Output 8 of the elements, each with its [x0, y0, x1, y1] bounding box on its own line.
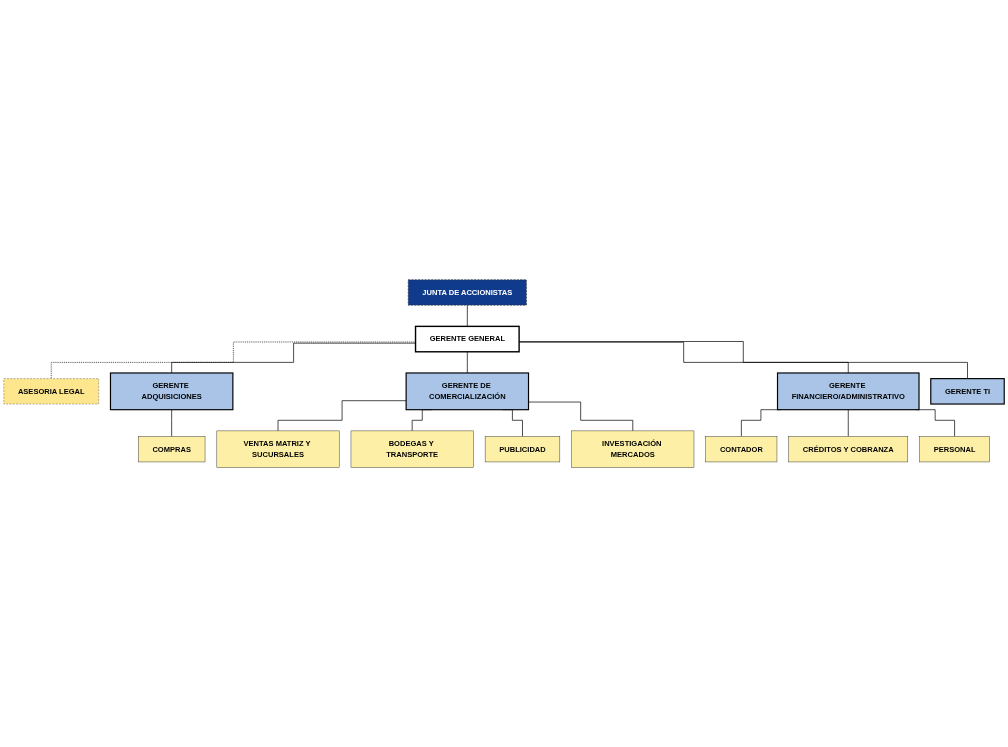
connector [847, 409, 849, 437]
connector [50, 341, 416, 379]
connector [277, 400, 407, 432]
connector [528, 401, 634, 432]
connector [466, 351, 468, 374]
connector [171, 342, 416, 374]
connector [466, 304, 468, 327]
connector [171, 409, 173, 437]
